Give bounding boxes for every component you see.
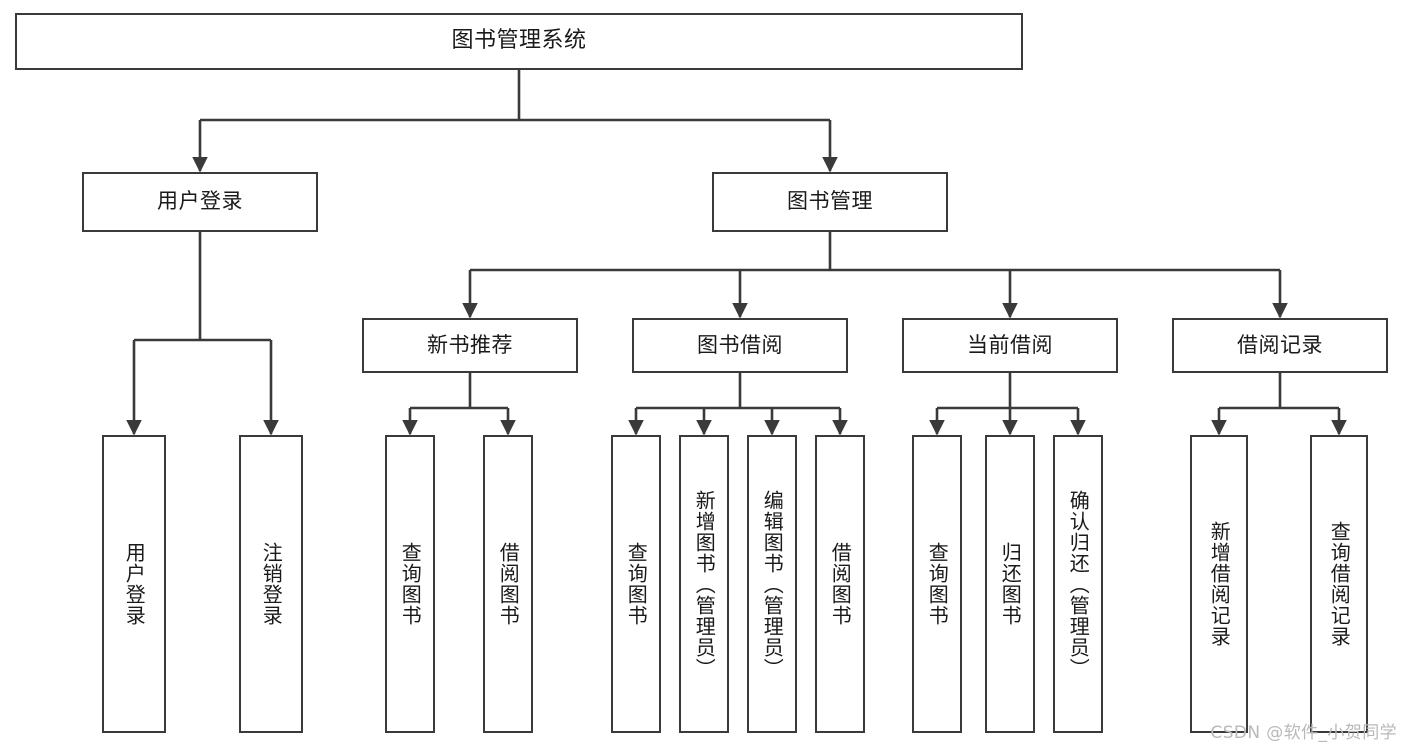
- node-leaf-leaf_user_login-label: 用户登录: [122, 542, 147, 626]
- node-leaf-leaf_return_book-label: 归还图书: [998, 542, 1023, 626]
- node-leaf-leaf_query_book_1[interactable]: 查询图书: [385, 435, 435, 733]
- node-leaf-leaf_user_login[interactable]: 用户登录: [102, 435, 166, 733]
- node-root-node-label: 图书管理系统: [451, 28, 587, 54]
- node-leaf-leaf_add_book_admin-label: 新增图书（管理员）: [692, 489, 717, 679]
- node-leaf-leaf_query_book_3-label: 查询图书: [925, 542, 950, 626]
- node-level2-current_borrow[interactable]: 当前借阅: [902, 318, 1118, 373]
- node-leaf-leaf_edit_book_admin[interactable]: 编辑图书（管理员）: [747, 435, 797, 733]
- node-leaf-leaf_borrow_book_1[interactable]: 借阅图书: [483, 435, 533, 733]
- node-leaf-leaf_query_book_3[interactable]: 查询图书: [912, 435, 962, 733]
- node-level2-book_borrow-label: 图书借阅: [697, 332, 783, 357]
- node-leaf-leaf_query_borrow_record[interactable]: 查询借阅记录: [1310, 435, 1368, 733]
- node-leaf-leaf_add_book_admin[interactable]: 新增图书（管理员）: [679, 435, 729, 733]
- node-level2-new_book_rec-label: 新书推荐: [427, 332, 513, 357]
- node-leaf-leaf_confirm_return_admin[interactable]: 确认归还（管理员）: [1053, 435, 1103, 733]
- node-level1-user_login[interactable]: 用户登录: [82, 172, 318, 232]
- node-level1-book_manage[interactable]: 图书管理: [712, 172, 948, 232]
- node-leaf-leaf_query_book_1-label: 查询图书: [398, 542, 423, 626]
- node-leaf-leaf_borrow_book_2[interactable]: 借阅图书: [815, 435, 865, 733]
- node-leaf-leaf_user_logout[interactable]: 注销登录: [239, 435, 303, 733]
- node-level2-current_borrow-label: 当前借阅: [967, 332, 1053, 357]
- node-level2-borrow_record[interactable]: 借阅记录: [1172, 318, 1388, 373]
- node-level2-new_book_rec[interactable]: 新书推荐: [362, 318, 578, 373]
- node-level1-book_manage-label: 图书管理: [787, 189, 873, 214]
- node-root-node[interactable]: 图书管理系统: [15, 13, 1023, 70]
- node-leaf-leaf_edit_book_admin-label: 编辑图书（管理员）: [760, 489, 785, 679]
- node-leaf-leaf_confirm_return_admin-label: 确认归还（管理员）: [1066, 489, 1091, 679]
- node-leaf-leaf_query_book_2[interactable]: 查询图书: [611, 435, 661, 733]
- node-leaf-leaf_add_borrow_record-label: 新增借阅记录: [1207, 521, 1232, 647]
- node-leaf-leaf_query_borrow_record-label: 查询借阅记录: [1327, 521, 1352, 647]
- node-leaf-leaf_borrow_book_2-label: 借阅图书: [828, 542, 853, 626]
- node-leaf-leaf_borrow_book_1-label: 借阅图书: [496, 542, 521, 626]
- node-level2-book_borrow[interactable]: 图书借阅: [632, 318, 848, 373]
- node-level2-borrow_record-label: 借阅记录: [1237, 332, 1323, 357]
- node-leaf-leaf_query_book_2-label: 查询图书: [624, 542, 649, 626]
- watermark-label: CSDN @软件_小贺同学: [1210, 723, 1397, 743]
- node-leaf-leaf_add_borrow_record[interactable]: 新增借阅记录: [1190, 435, 1248, 733]
- node-level1-user_login-label: 用户登录: [157, 189, 243, 214]
- node-leaf-leaf_user_logout-label: 注销登录: [259, 542, 284, 626]
- node-leaf-leaf_return_book[interactable]: 归还图书: [985, 435, 1035, 733]
